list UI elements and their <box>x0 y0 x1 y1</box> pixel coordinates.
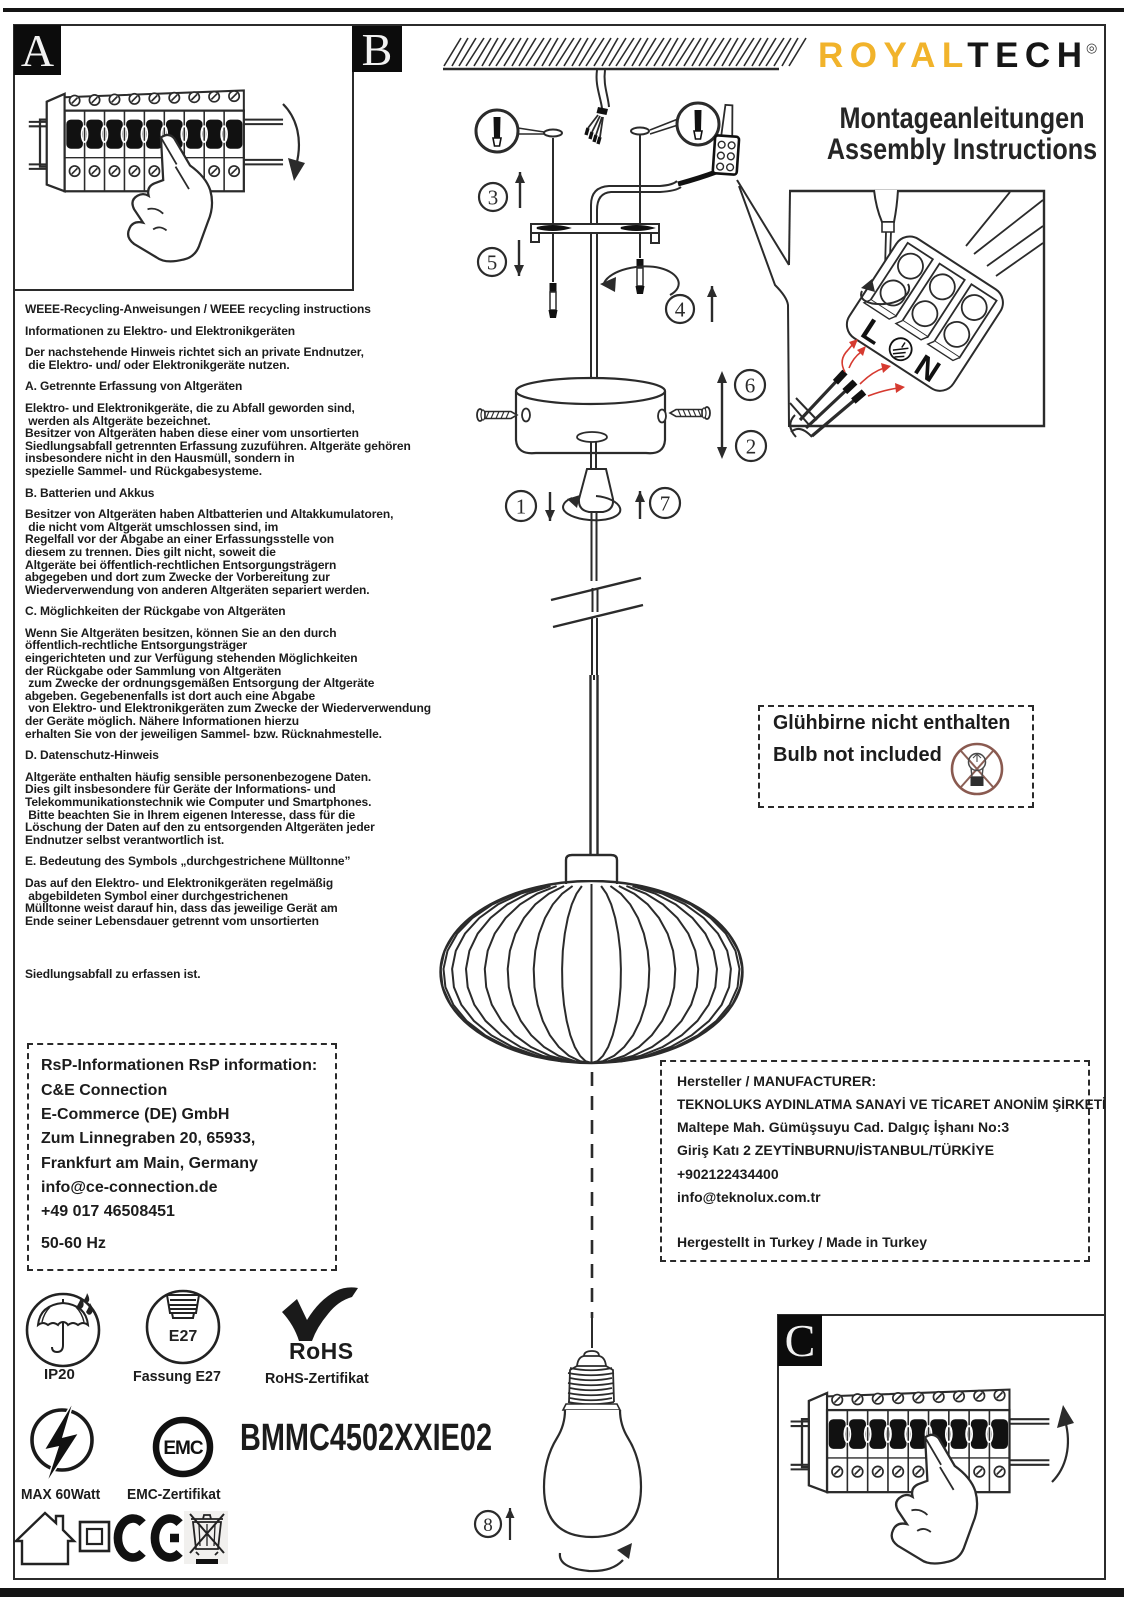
svg-text:EMC: EMC <box>163 1438 204 1459</box>
svg-text:4: 4 <box>675 298 686 322</box>
svg-text:1: 1 <box>516 495 527 519</box>
svg-text:2: 2 <box>746 435 757 459</box>
svg-text:8: 8 <box>483 1515 493 1536</box>
svg-text:5: 5 <box>487 251 498 275</box>
svg-text:7: 7 <box>660 492 671 516</box>
svg-text:6: 6 <box>745 374 756 398</box>
svg-text:3: 3 <box>488 186 499 210</box>
svg-text:E27: E27 <box>169 1328 198 1345</box>
